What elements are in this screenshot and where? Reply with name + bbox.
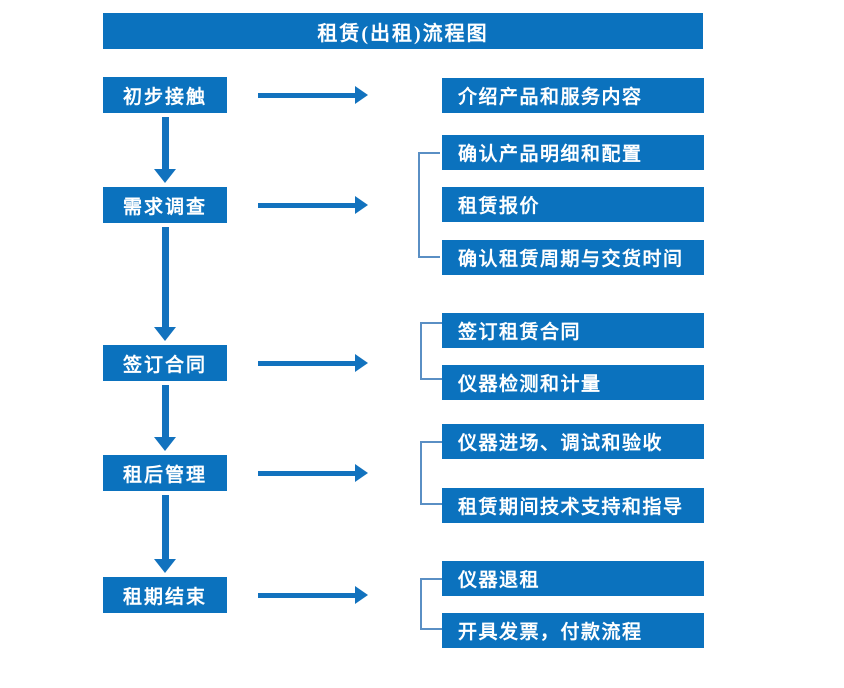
stage-box-2[interactable]: 需求调查 [103,187,227,223]
detail-box-10[interactable]: 开具发票，付款流程 [442,613,704,648]
group-bracket-2 [418,152,440,258]
detail-box-8[interactable]: 租赁期间技术支持和指导 [442,488,704,523]
link-arrow-right-2 [258,196,368,214]
detail-box-3[interactable]: 租赁报价 [442,187,704,222]
detail-box-4[interactable]: 确认租赁周期与交货时间 [442,240,704,275]
link-arrow-right-4 [258,464,368,482]
stage-box-1[interactable]: 初步接触 [103,77,227,113]
detail-box-6[interactable]: 仪器检测和计量 [442,365,704,400]
detail-box-1[interactable]: 介绍产品和服务内容 [442,78,704,113]
detail-box-7[interactable]: 仪器进场、调试和验收 [442,424,704,459]
link-arrow-right-5 [258,586,368,604]
flow-arrow-down-3 [154,385,176,451]
detail-box-2[interactable]: 确认产品明细和配置 [442,135,704,170]
group-bracket-3 [420,322,442,380]
flow-arrow-down-1 [154,117,176,183]
flow-arrow-down-4 [154,495,176,573]
flow-arrow-down-2 [154,227,176,341]
link-arrow-right-1 [258,86,368,104]
detail-box-9[interactable]: 仪器退租 [442,561,704,596]
diagram-title: 租赁(出租)流程图 [103,13,703,49]
stage-box-3[interactable]: 签订合同 [103,345,227,381]
group-bracket-5 [420,578,442,630]
group-bracket-4 [420,441,442,505]
detail-box-5[interactable]: 签订租赁合同 [442,313,704,348]
stage-box-4[interactable]: 租后管理 [103,455,227,491]
link-arrow-right-3 [258,354,368,372]
stage-box-5[interactable]: 租期结束 [103,577,227,613]
